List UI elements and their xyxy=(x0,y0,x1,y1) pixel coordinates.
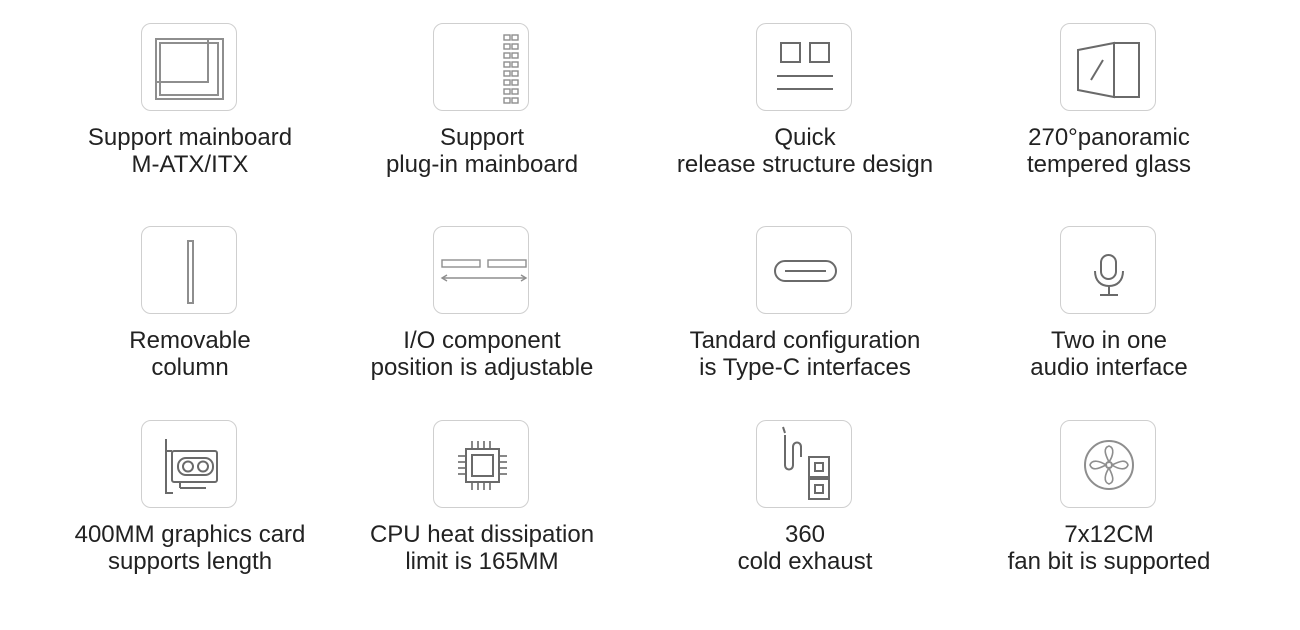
io-adjust-icon xyxy=(440,259,528,282)
feature-caption: I/O component position is adjustable xyxy=(332,327,632,381)
caption-line-1: I/O component xyxy=(403,327,561,354)
caption-line-1: Support mainboard xyxy=(87,124,293,151)
caption-line-2: cold exhaust xyxy=(737,548,873,575)
caption-line-1: CPU heat dissipation xyxy=(369,521,595,548)
caption-line-2: release structure design xyxy=(676,151,934,178)
feature-caption: Support mainboard M-ATX/ITX xyxy=(40,124,340,178)
feature-caption: 400MM graphics card supports length xyxy=(40,521,340,575)
caption-line-2: is Type-C interfaces xyxy=(699,354,911,381)
caption-line-1: Tandard configuration xyxy=(689,327,921,354)
feature-caption: CPU heat dissipation limit is 165MM xyxy=(332,521,632,575)
feature-caption: 7x12CM fan bit is supported xyxy=(959,521,1259,575)
type-c-icon xyxy=(774,260,837,282)
caption-line-1: Removable xyxy=(129,327,251,354)
icon-tile xyxy=(1060,226,1156,314)
graphics-card-icon xyxy=(165,439,218,494)
plug-in-mainboard-icon xyxy=(503,34,519,104)
caption-line-2: limit is 165MM xyxy=(405,548,559,575)
caption-line-1: 270°panoramic xyxy=(1028,124,1190,151)
caption-line-2: fan bit is supported xyxy=(1007,548,1211,575)
icon-tile xyxy=(141,226,237,314)
mainboard-icon xyxy=(155,38,224,100)
caption-line-2: M-ATX/ITX xyxy=(131,151,249,178)
feature-caption: 360 cold exhaust xyxy=(655,521,955,575)
feature-caption: Quick release structure design xyxy=(655,124,955,178)
column-icon xyxy=(187,240,194,304)
caption-line-2: tempered glass xyxy=(1026,151,1192,178)
feature-caption: Removable column xyxy=(40,327,340,381)
feature-caption: Two in one audio interface xyxy=(959,327,1259,381)
caption-line-2: plug-in mainboard xyxy=(385,151,579,178)
tempered-glass-icon xyxy=(1077,41,1140,99)
caption-line-1: Support xyxy=(439,124,525,151)
icon-tile xyxy=(433,420,529,508)
caption-line-1: 7x12CM xyxy=(1064,521,1154,548)
icon-tile xyxy=(433,23,529,111)
icon-tile xyxy=(756,23,852,111)
fan-icon xyxy=(1084,440,1134,490)
feature-caption: 270°panoramic tempered glass xyxy=(959,124,1259,178)
icon-tile xyxy=(756,420,852,508)
icon-tile xyxy=(141,23,237,111)
cpu-icon xyxy=(458,441,507,490)
caption-line-1: Quick xyxy=(774,124,836,151)
radiator-icon xyxy=(782,426,830,500)
caption-line-1: Two in one xyxy=(1050,327,1168,354)
caption-line-2: supports length xyxy=(107,548,273,575)
feature-caption: Tandard configuration is Type-C interfac… xyxy=(655,327,955,381)
icon-tile xyxy=(756,226,852,314)
icon-tile xyxy=(1060,23,1156,111)
icon-tile xyxy=(433,226,529,314)
caption-line-2: position is adjustable xyxy=(370,354,594,381)
quick-release-icon xyxy=(777,42,833,90)
icon-tile xyxy=(1060,420,1156,508)
icon-tile xyxy=(141,420,237,508)
caption-line-2: column xyxy=(151,354,229,381)
feature-caption: Support plug-in mainboard xyxy=(332,124,632,178)
caption-line-1: 400MM graphics card xyxy=(74,521,306,548)
caption-line-2: audio interface xyxy=(1030,354,1188,381)
microphone-icon xyxy=(1094,254,1124,296)
caption-line-1: 360 xyxy=(784,521,826,548)
